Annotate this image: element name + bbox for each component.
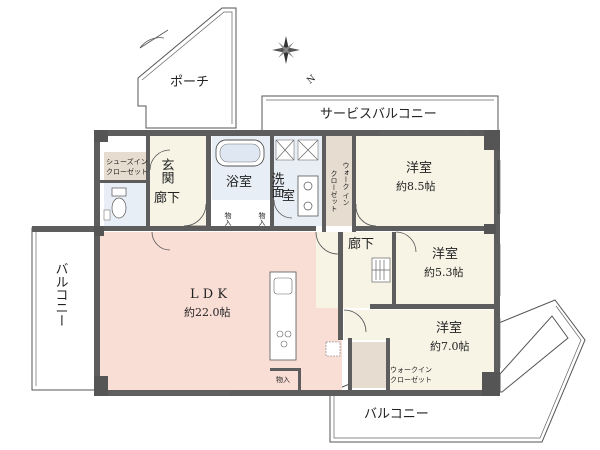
genkan-floor — [150, 136, 206, 182]
kitchen-counter-icon — [269, 271, 341, 361]
washer-pan-icon — [275, 139, 295, 161]
toilet-icon — [103, 187, 127, 221]
hallway-2-label: 廊下 — [348, 236, 374, 252]
walkin-closet-1-label-c: クローゼット — [330, 170, 338, 212]
washbasin-icon — [297, 139, 319, 217]
closet-rail-icon — [371, 257, 391, 283]
windows — [110, 131, 501, 395]
walkin-closet-1-label-a: ウォーク — [342, 162, 350, 190]
porch — [137, 7, 237, 129]
walkin-closet-2-floor — [352, 342, 386, 388]
compass-icon: N — [272, 36, 318, 86]
walkin-closet-2-label-b: クローゼット — [390, 375, 432, 384]
storage-3-label: 物入 — [276, 375, 290, 384]
western-room-3-floor — [344, 310, 496, 390]
hallway-1-label: 廊下 — [154, 190, 180, 206]
western-room-3-size: 約7.0帖 — [430, 339, 470, 353]
ldk-size: 約22.0帖 — [184, 305, 231, 319]
porch-label: ポーチ — [170, 75, 209, 90]
washroom-label-2: 室 — [282, 188, 295, 204]
western-room-1-size: 約8.5帖 — [396, 179, 436, 193]
service-balcony-label: サービスバルコニー — [320, 107, 437, 122]
shoes-closet-label-1: シューズイン — [106, 157, 148, 166]
doors — [139, 29, 417, 333]
ldk-label: L D K — [190, 287, 227, 302]
bathtub-icon — [215, 139, 265, 167]
western-room-2-floor — [394, 232, 494, 304]
shoes-closet-label-2: クローゼット — [106, 167, 148, 176]
storage-1-label: 物入 — [224, 211, 232, 226]
service-balcony — [261, 95, 499, 133]
balcony-left — [31, 227, 99, 391]
western-room-3-label: 洋室 — [436, 320, 462, 336]
compass-north-label: N — [306, 73, 319, 86]
walkin-closet-1-floor — [324, 136, 354, 226]
western-room-2-size: 約5.3帖 — [424, 265, 464, 279]
western-room-1-floor — [354, 136, 494, 226]
balcony-bottom-label: バルコニー — [364, 407, 429, 422]
bathroom-label: 浴室 — [226, 174, 252, 190]
hallway-1-floor — [150, 182, 206, 228]
walkin-closet-1-label-b: イン — [342, 192, 350, 206]
genkan-label: 玄関 — [159, 158, 175, 185]
shoes-closet-floor — [104, 152, 150, 180]
columns — [94, 130, 500, 396]
western-room-1-label: 洋室 — [406, 160, 432, 176]
storage-2-label: 物入 — [258, 211, 266, 226]
washroom-label-1: 洗面 — [269, 172, 285, 198]
walkin-closet-2-label-a: ウォークイン — [390, 366, 432, 374]
western-room-2-label: 洋室 — [432, 246, 458, 262]
balcony-left-label: バルコニー — [53, 262, 69, 327]
